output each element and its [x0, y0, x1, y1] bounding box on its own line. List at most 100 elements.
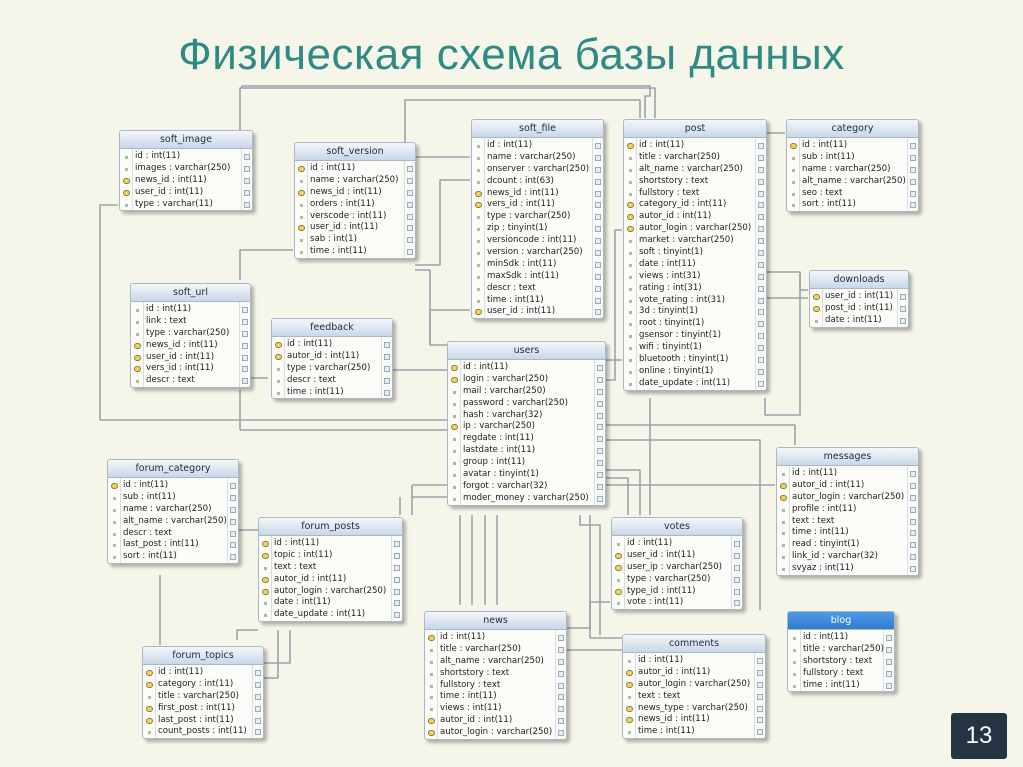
field-type-icon — [230, 530, 236, 537]
field-label: category : int(11) — [158, 678, 234, 689]
field-type-icon — [758, 297, 764, 304]
field-row: id : int(11) — [295, 163, 415, 175]
field-label: name : varchar(250) — [123, 503, 212, 514]
field-type-icon — [758, 143, 764, 149]
field-row: time : int(11) — [777, 527, 918, 539]
field-label: topic : int(11) — [274, 549, 333, 560]
field-label: views : int(11) — [440, 703, 502, 714]
field-row: id : int(11) — [624, 140, 766, 152]
field-type-icon — [394, 612, 400, 619]
field-type-icon — [910, 506, 916, 513]
field-icon — [782, 556, 785, 560]
field-row: user_id : int(11) — [295, 222, 415, 234]
field-type-icon — [758, 345, 764, 352]
field-row: title : varchar(250) — [143, 691, 263, 703]
field-row: id : int(11) — [623, 655, 765, 667]
field-type-icon — [758, 178, 764, 185]
field-row: autor_id : int(11) — [272, 351, 392, 363]
field-list: id : int(11)login : varchar(250)mail : v… — [448, 360, 605, 505]
field-row: password : varchar(250) — [448, 398, 605, 410]
field-type-icon — [407, 166, 413, 172]
key-icon — [134, 354, 141, 361]
field-icon — [617, 602, 620, 606]
field-icon — [782, 544, 785, 548]
field-row: autor_login : varchar(250) — [624, 223, 766, 235]
key-icon — [262, 576, 269, 583]
field-label: versioncode : int(11) — [487, 235, 577, 246]
field-icon — [629, 275, 632, 279]
key-icon — [111, 483, 118, 489]
field-label: time : int(11) — [287, 386, 344, 397]
field-row: shortstory : text — [788, 656, 894, 668]
field-type-icon — [384, 342, 390, 348]
field-type-icon — [407, 189, 413, 196]
field-label: user_id : int(11) — [146, 351, 215, 362]
table-title: forum_category — [108, 460, 238, 478]
field-row: descr : text — [131, 375, 250, 387]
field-label: password : varchar(250) — [463, 397, 568, 408]
field-type-icon — [900, 294, 906, 300]
field-row: name : varchar(250) — [295, 175, 415, 187]
field-label: text : text — [274, 561, 317, 572]
field-label: autor_login : varchar(250) — [440, 727, 553, 738]
field-row: mail : varchar(250) — [448, 386, 605, 398]
field-label: name : varchar(250) — [487, 151, 576, 162]
field-row: time : int(11) — [425, 691, 566, 703]
field-type-icon — [597, 495, 603, 502]
slide-title: Физическая схема базы данных — [178, 30, 845, 79]
field-label: autor_login : varchar(250) — [639, 223, 752, 234]
field-type-icon — [255, 693, 261, 700]
column-divider — [800, 630, 801, 692]
field-row: news_id : int(11) — [623, 714, 765, 726]
field-label: user_id : int(11) — [627, 549, 696, 560]
field-type-icon — [595, 250, 601, 257]
field-type-icon — [758, 190, 764, 197]
field-label: minSdk : int(11) — [487, 258, 557, 269]
field-label: last_post : int(11) — [123, 539, 199, 550]
field-icon — [629, 335, 632, 339]
field-type-icon — [407, 237, 413, 244]
field-row: profile : int(11) — [777, 504, 918, 516]
field-row: group : int(11) — [448, 457, 605, 469]
field-label: title : varchar(250) — [803, 643, 884, 654]
field-row: vote : int(11) — [612, 597, 742, 609]
field-label: descr : text — [146, 375, 195, 386]
key-icon — [475, 202, 482, 209]
field-label: name : varchar(250) — [310, 174, 399, 185]
key-icon — [626, 705, 633, 712]
field-label: type : varchar(250) — [627, 573, 711, 584]
field-icon — [793, 660, 796, 664]
field-type-icon — [230, 518, 236, 525]
field-type-icon — [597, 400, 603, 407]
field-row: vers_id : int(11) — [472, 199, 603, 211]
field-type-icon — [758, 333, 764, 340]
field-row: ip : varchar(250) — [448, 421, 605, 433]
field-type-icon — [595, 166, 601, 173]
field-icon — [453, 497, 456, 501]
field-row: autor_id : int(11) — [425, 715, 566, 727]
field-label: news_id : int(11) — [487, 187, 559, 198]
field-type-icon — [758, 250, 764, 257]
field-icon — [815, 319, 818, 323]
field-row: id : int(11) — [472, 140, 603, 152]
field-icon — [477, 216, 480, 220]
field-icon — [477, 252, 480, 256]
